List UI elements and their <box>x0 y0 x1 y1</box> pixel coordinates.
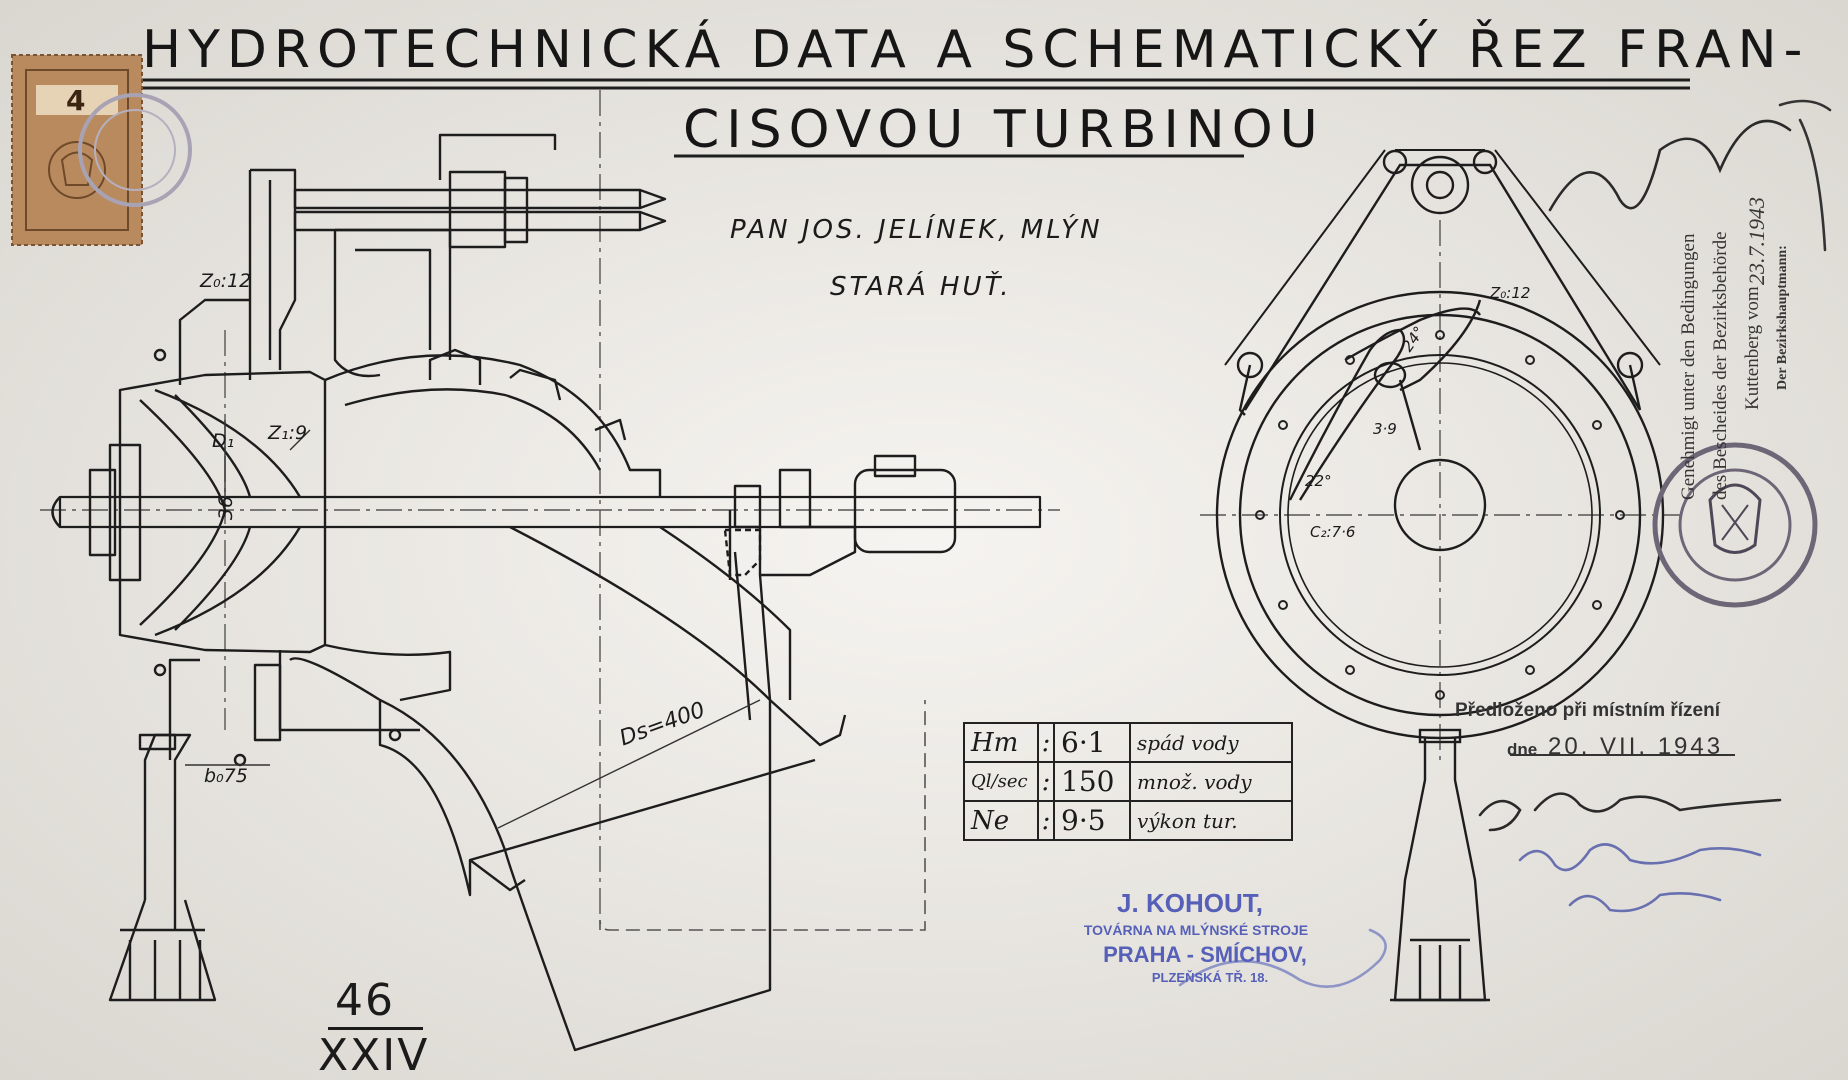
table-cell-value: 150 <box>1053 761 1131 802</box>
signature-scribbles <box>1178 99 1832 988</box>
maker-stamp-address: PLZEŇSKÁ TŘ. 18. <box>1151 970 1269 985</box>
table-cell-value: 6·1 <box>1053 722 1131 763</box>
plate-divider <box>328 1027 423 1030</box>
flange-bolt-holes <box>1255 330 1625 700</box>
faded-round-stamp <box>78 93 192 207</box>
presented-date-prefix: dne <box>1507 740 1538 759</box>
dim-angle-22: 22° <box>1305 472 1332 490</box>
revenue-stamp <box>11 54 143 246</box>
owner-location: STARÁ HUŤ. <box>830 272 1012 302</box>
dim-right-guide-vanes: Z₀:12 <box>1490 284 1531 302</box>
approval-office: Der Bezirkshauptmann: <box>1775 245 1790 390</box>
owner-name: PAN JOS. JELÍNEK, MLÝN <box>730 215 1103 245</box>
dim-runner-blades: Z₁:9 <box>268 422 308 444</box>
presented-note: Předloženo při místním řízení <box>1455 700 1720 721</box>
table-cell-description: spád vody <box>1129 722 1293 763</box>
approval-line1: Genehmigt unter den Bedingungen <box>1678 233 1699 500</box>
dim-guide-vanes: Z₀:12 <box>200 270 252 292</box>
maker-stamp-name: J. KOHOUT, <box>1117 888 1263 918</box>
plate-number: 46 <box>335 975 395 1026</box>
authority-round-stamp <box>1652 442 1818 608</box>
revenue-stamp-value: 4 <box>66 84 86 117</box>
dim-opening-39: 3·9 <box>1373 420 1397 438</box>
table-row: Ql/sec : 150 množ. vody <box>963 761 1293 802</box>
turbine-section-view <box>51 133 1042 1052</box>
hydrotechnical-data-table: Hm : 6·1 spád vody Ql/sec : 150 množ. vo… <box>963 722 1293 841</box>
approval-date: 23.7.1943 <box>1744 197 1769 285</box>
dimension-lines <box>185 420 761 829</box>
drawing-title-line1: HYDROTECHNICKÁ DATA A SCHEMATICKÝ ŘEZ FR… <box>142 20 1810 80</box>
drawing-title-line2: CISOVOU TURBINOU <box>683 100 1325 160</box>
dim-runner-diameter: D₁ <box>212 430 235 452</box>
maker-stamp-city: PRAHA - SMÍCHOV, <box>1103 942 1307 967</box>
machine-outline-dashed <box>599 700 926 931</box>
plate-roman-number: XXIV <box>318 1030 430 1080</box>
title-underline <box>132 78 1690 158</box>
approval-line2: des Bescheides der Bezirksbehörde <box>1710 231 1731 500</box>
table-cell-symbol: Ql/sec <box>963 761 1039 802</box>
presented-date: 20. VII. 1943 <box>1548 733 1724 760</box>
table-cell-separator: : <box>1037 761 1055 802</box>
faded-round-stamp-inner <box>94 109 176 191</box>
maker-stamp-factory: TOVÁRNA NA MLÝNSKÉ STROJE <box>1083 922 1309 938</box>
table-cell-separator: : <box>1037 800 1055 841</box>
table-cell-symbol: Ne <box>963 800 1039 841</box>
table-cell-separator: : <box>1037 722 1055 763</box>
dim-shaft-36: 36 <box>215 495 238 521</box>
table-cell-value: 9·5 <box>1053 800 1131 841</box>
dim-velocity-c2: C₂:7·6 <box>1310 523 1356 541</box>
dim-vane-height: b₀75 <box>204 765 248 787</box>
turbine-front-view <box>1215 149 1665 1002</box>
table-cell-symbol: Hm <box>963 722 1039 763</box>
table-cell-description: výkon tur. <box>1129 800 1293 841</box>
table-cell-description: množ. vody <box>1129 761 1293 802</box>
approval-line3: Kuttenberg vom <box>1742 286 1763 410</box>
table-row: Hm : 6·1 spád vody <box>963 722 1293 763</box>
table-row: Ne : 9·5 výkon tur. <box>963 800 1293 841</box>
